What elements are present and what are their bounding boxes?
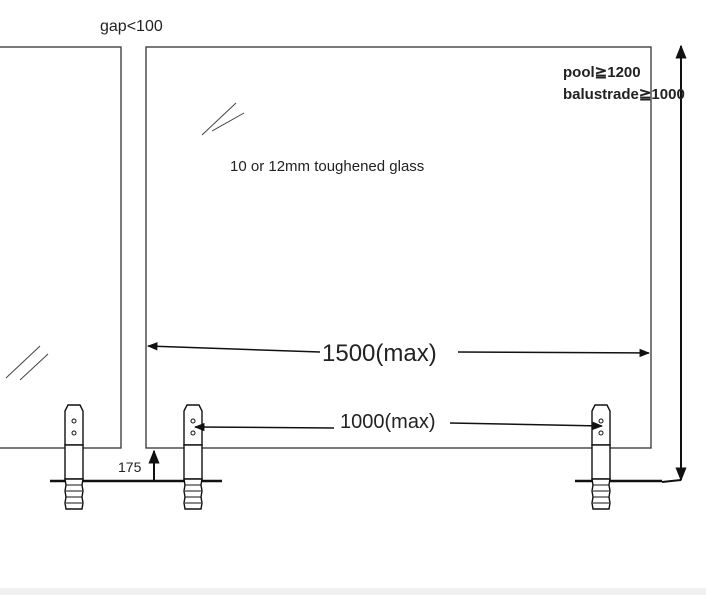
spacing-dimension-line-left [193,422,335,432]
footer-strip [0,588,706,595]
clearance-label: 175 [118,459,142,475]
spacing-dimension-line-right [449,421,604,431]
glass-reflection-icon-left [5,345,49,381]
height-balustrade-label: balustrade≧1000 [563,86,685,103]
width-max-label: 1500(max) [322,340,437,367]
gap-label: gap<100 [100,18,163,35]
spigot-right [591,404,611,510]
height-pool-label: pool≧1200 [563,64,641,81]
glass-reflection-icon [201,102,245,136]
left-glass-panel [0,46,122,449]
width-dimension-line-left [146,342,321,353]
glass-spec-label: 10 or 12mm toughened glass [230,158,424,175]
spigot-middle [183,404,203,510]
spigot-left [64,404,84,510]
right-glass-panel [145,46,652,449]
spacing-max-label: 1000(max) [340,411,436,433]
width-dimension-line-right [457,348,651,358]
